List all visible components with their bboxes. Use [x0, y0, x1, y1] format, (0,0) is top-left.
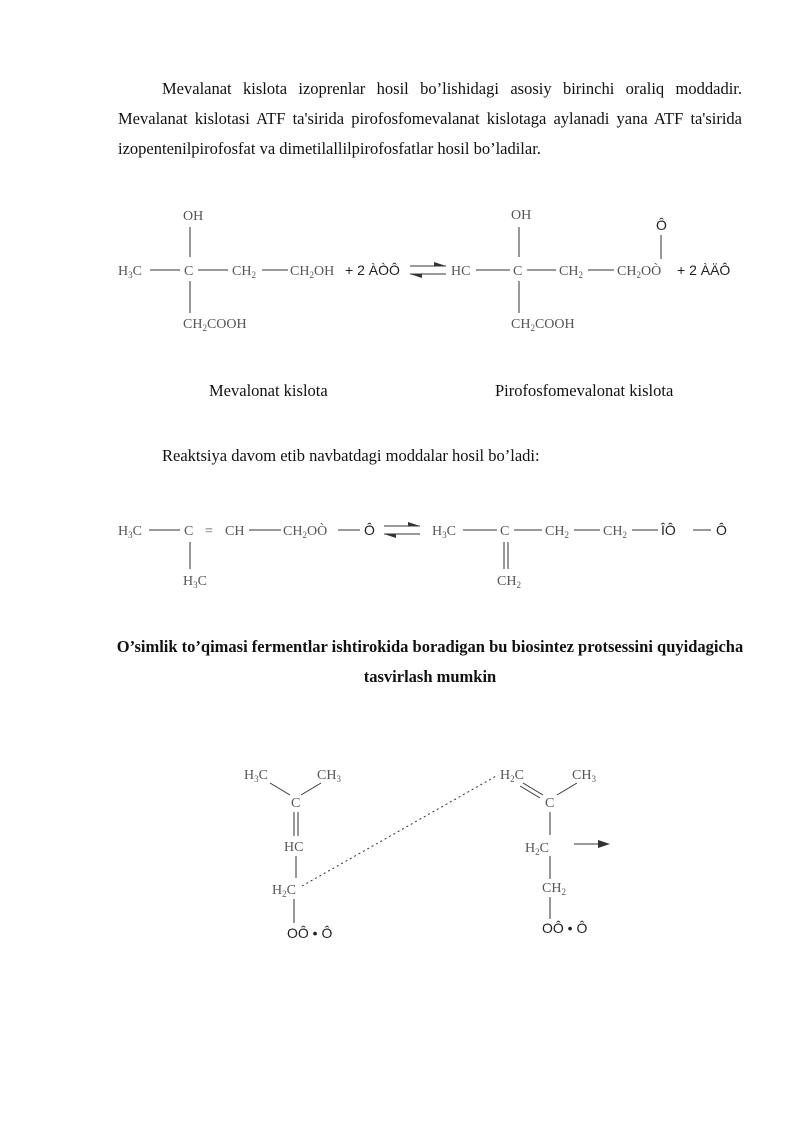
- h2c-label: H2C: [272, 883, 296, 899]
- phosphate-label: Ô: [656, 217, 667, 233]
- phosphate-label-right: Ô: [716, 522, 727, 538]
- pyrophosphate-label: ÎÔ: [660, 522, 676, 538]
- double-bond-label: =: [205, 524, 213, 539]
- h2c-label-right: H2C: [500, 768, 524, 784]
- carbon-label-right: C: [545, 796, 554, 811]
- reaction-isomerization: H3C C = CH CH2OÒ Ô H3C H3C C CH2 CH2 ÎÔ …: [118, 522, 727, 590]
- h3c-label: H3C: [118, 524, 142, 540]
- h3c-label: H3C: [244, 768, 268, 784]
- h3c-bottom-label: H3C: [183, 574, 207, 590]
- carbon-label-right: C: [500, 524, 509, 539]
- ch2-b-label: CH2: [603, 524, 627, 540]
- hc-label: HC: [284, 840, 303, 855]
- hc-label: HC: [451, 264, 470, 279]
- phosphate-group-label-right: OÔ • Ô: [542, 920, 587, 936]
- forward-arrow: [574, 840, 610, 848]
- dashed-bond: [301, 774, 499, 887]
- caption-pyrophosphomevalonate: Pirofosfomevalonat kislota: [495, 381, 674, 400]
- carbon-label-right: C: [513, 264, 522, 279]
- oh-label-right: OH: [511, 208, 531, 223]
- h2c-mid-label: H2C: [525, 841, 549, 857]
- equilibrium-arrow: [384, 522, 420, 538]
- reaction-mevalonate: OH H3C C CH2 CH2OH + 2 ÀÒÔ CH2COOH OH Ô …: [118, 208, 730, 333]
- ch2o-label: CH2OÒ: [283, 522, 327, 540]
- h3c-label-right: H3C: [432, 524, 456, 540]
- phosphate-label: Ô: [364, 522, 375, 538]
- ch3-label-right: CH3: [572, 768, 596, 784]
- intro-paragraph: Mevalanat kislota izoprenlar hosil bo’li…: [118, 79, 742, 158]
- ch-label: CH: [225, 524, 244, 539]
- section-heading: O’simlik to’qimasi fermentlar ishtirokid…: [116, 637, 744, 686]
- carbon-label: C: [291, 796, 300, 811]
- ch2-bottom-label: CH2: [497, 574, 521, 590]
- reagent-label: + 2 ÀÒÔ: [345, 262, 400, 278]
- equilibrium-arrow: [410, 262, 446, 278]
- ch2-label: CH2: [232, 264, 256, 280]
- caption-mevalonate: Mevalonat kislota: [209, 381, 328, 400]
- product-label: + 2 ÀÄÔ: [677, 262, 730, 278]
- reaction-continues-text: Reaktsiya davom etib navbatdagi moddalar…: [162, 446, 540, 465]
- ch2oh-label: CH2OH: [290, 264, 334, 280]
- carbon-label: C: [184, 264, 193, 279]
- ch2o-label: CH2OÒ: [617, 262, 661, 280]
- phosphate-group-label: OÔ • Ô: [287, 925, 332, 941]
- ch2-label-right: CH2: [559, 264, 583, 280]
- carbon-label: C: [184, 524, 193, 539]
- ch3-label: CH3: [317, 768, 341, 784]
- ch2cooh-label-right: CH2COOH: [511, 317, 575, 333]
- h3c-label: H3C: [118, 264, 142, 280]
- condensation-scheme: H3C CH3 C HC H2C OÔ • Ô H2C CH3 C H2C CH…: [244, 768, 610, 941]
- ch2-a-label: CH2: [545, 524, 569, 540]
- ch2-label-right: CH2: [542, 881, 566, 897]
- oh-label: OH: [183, 209, 203, 224]
- ch2cooh-label: CH2COOH: [183, 317, 247, 333]
